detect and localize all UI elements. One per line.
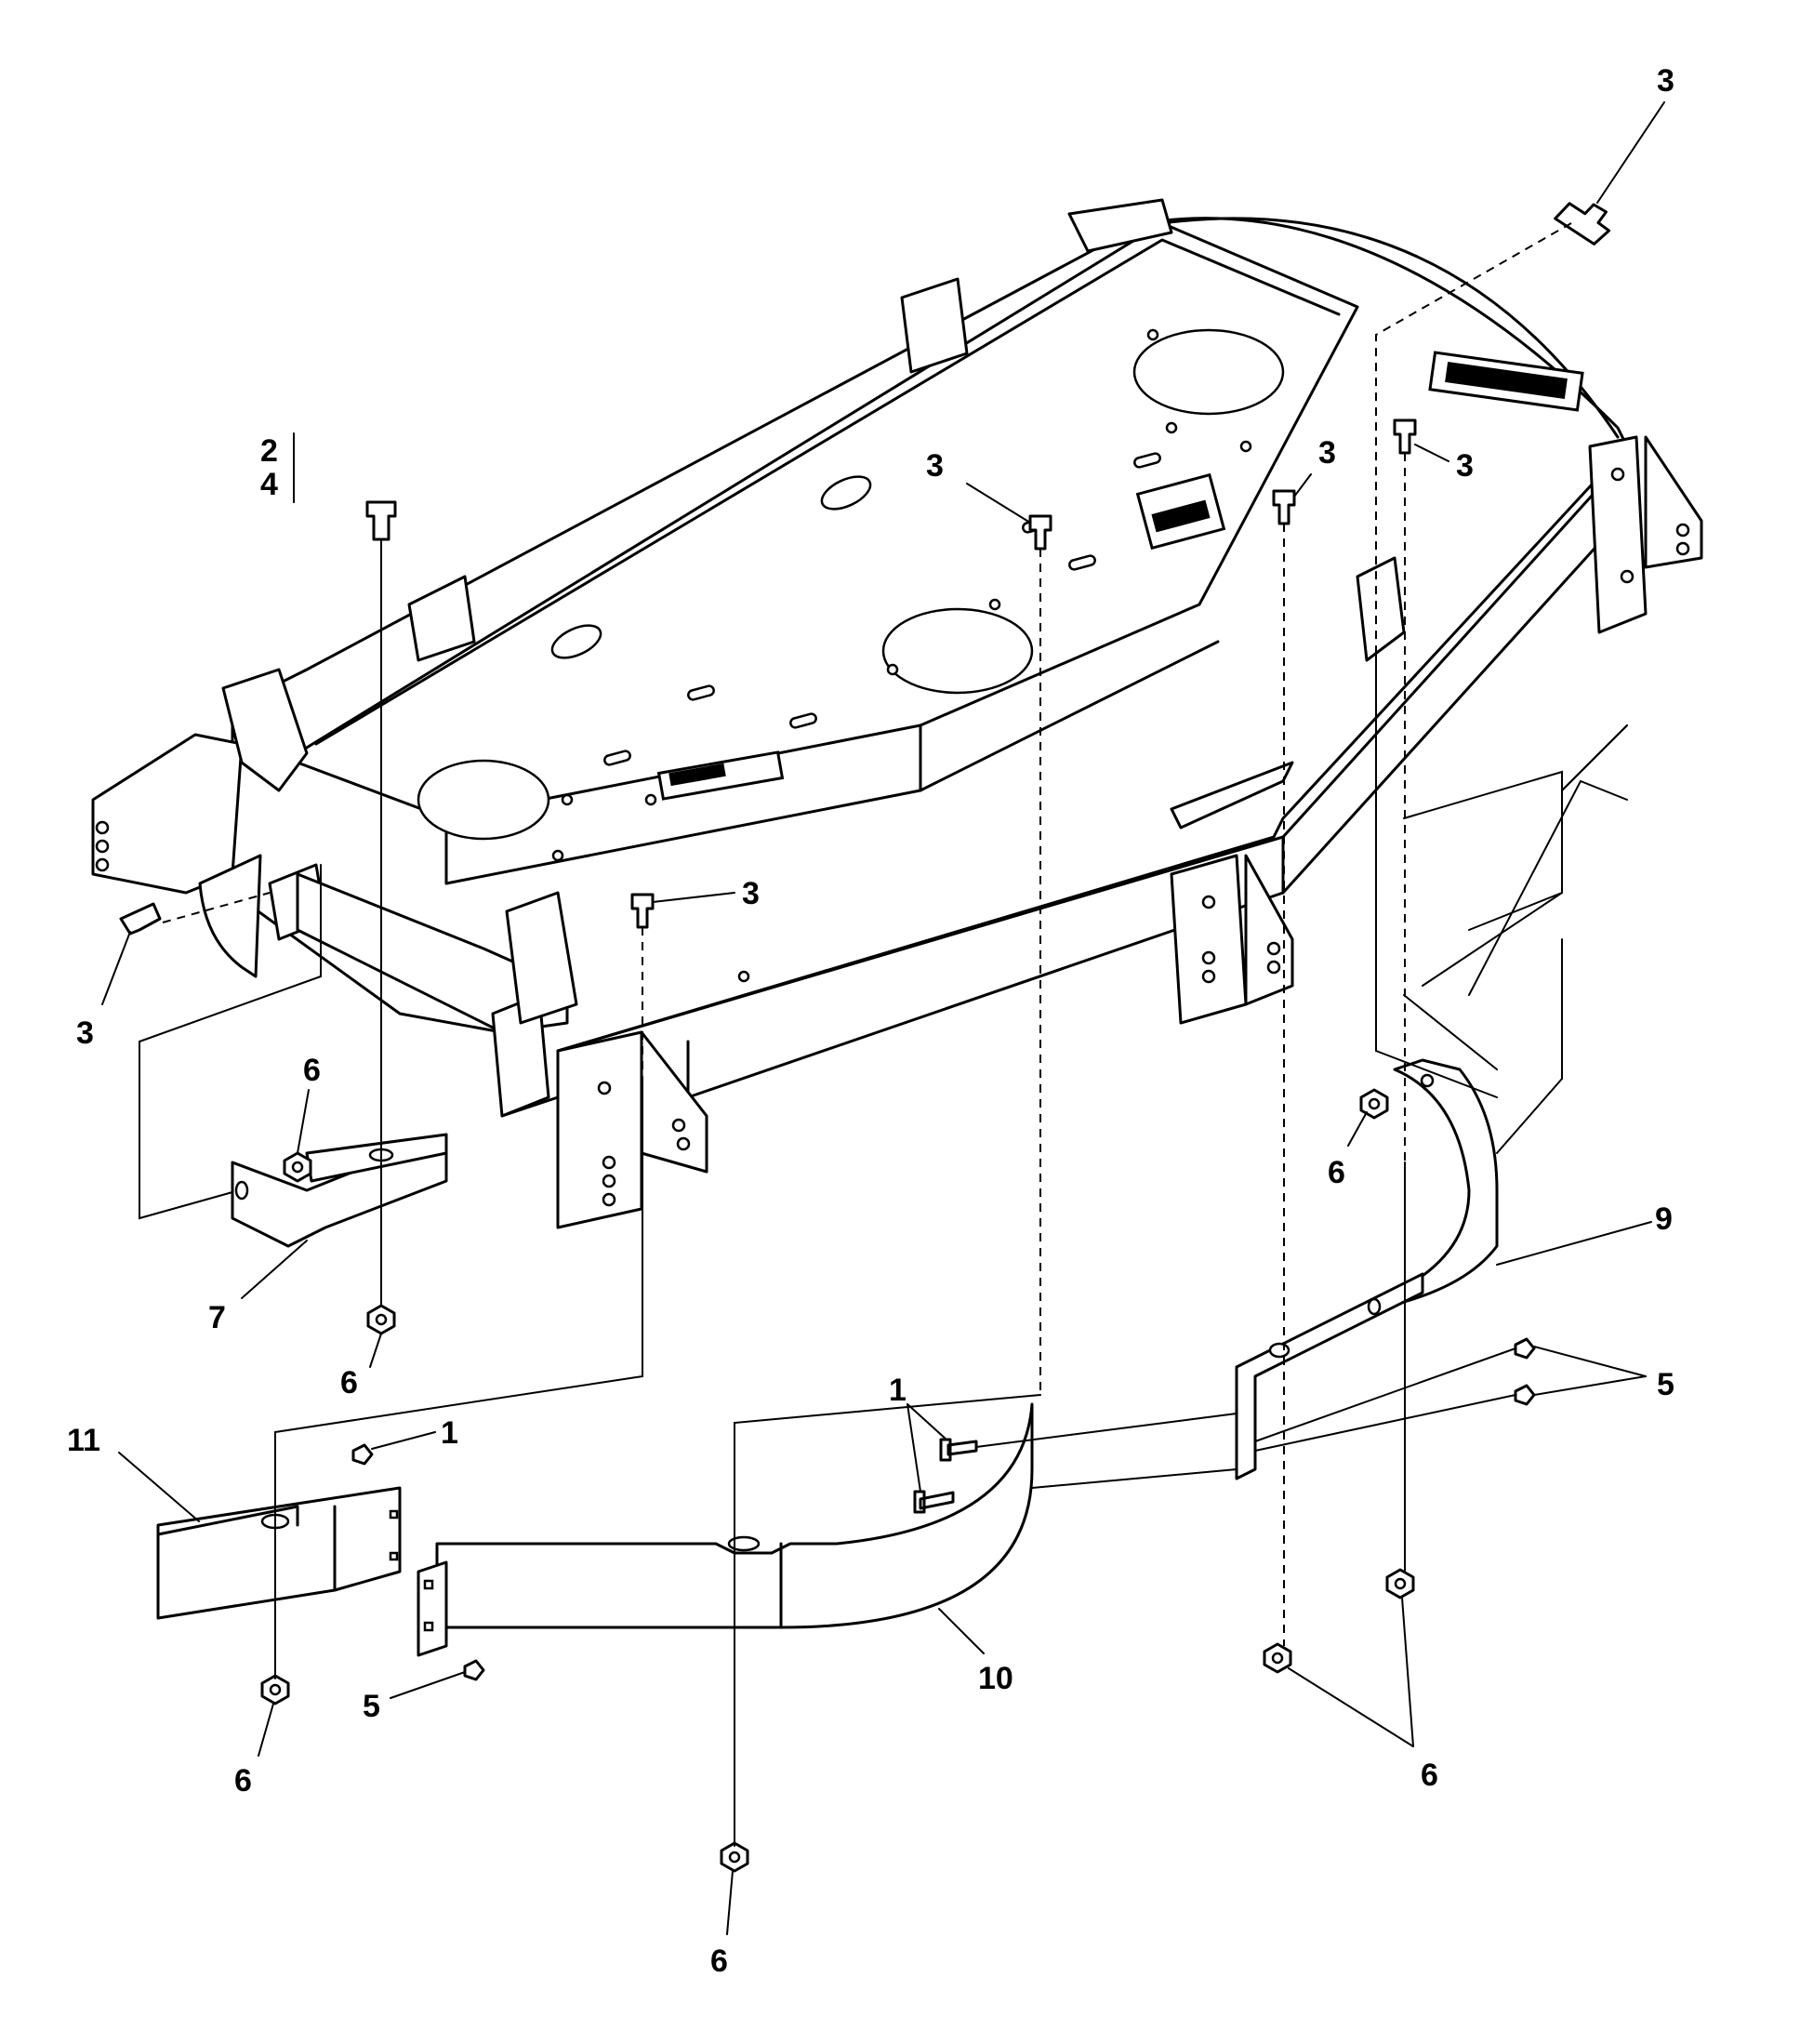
baffle-10 bbox=[417, 1402, 1034, 1657]
callout-7: 7 bbox=[208, 1300, 226, 1335]
callout-3: 3 bbox=[926, 448, 944, 484]
nut-6-d bbox=[260, 1674, 290, 1706]
callout-2: 2 bbox=[260, 433, 278, 469]
callout-6: 6 bbox=[340, 1365, 358, 1400]
nut-6-a bbox=[283, 1151, 312, 1183]
callout-labels: 3 2 4 3 3 3 3 3 6 6 7 6 9 5 1 11 1 5 10 … bbox=[67, 63, 1674, 1979]
callout-6: 6 bbox=[234, 1763, 252, 1798]
callout-6: 6 bbox=[1421, 1758, 1438, 1793]
callout-4: 4 bbox=[260, 467, 278, 502]
assembly-lines bbox=[139, 222, 1628, 1847]
callout-6: 6 bbox=[710, 1944, 728, 1979]
callout-10: 10 bbox=[978, 1661, 1013, 1696]
leader-lines bbox=[101, 101, 1665, 1935]
callout-6: 6 bbox=[1328, 1155, 1345, 1190]
nut-6-f bbox=[1385, 1568, 1415, 1599]
callout-3: 3 bbox=[1456, 448, 1474, 484]
baffle-9 bbox=[1235, 1058, 1499, 1480]
callout-6: 6 bbox=[303, 1053, 321, 1088]
callout-5: 5 bbox=[1657, 1367, 1674, 1402]
baffle-extension-11 bbox=[156, 1486, 402, 1620]
callout-11: 11 bbox=[67, 1423, 100, 1458]
callout-1: 1 bbox=[441, 1415, 458, 1451]
callout-3: 3 bbox=[1318, 435, 1336, 471]
callout-9: 9 bbox=[1655, 1201, 1673, 1237]
mower-deck-housing bbox=[91, 198, 1703, 1229]
nut-6-e bbox=[1263, 1642, 1292, 1674]
nut-6-c bbox=[1359, 1088, 1389, 1120]
nut-6-g bbox=[720, 1841, 749, 1873]
callout-3: 3 bbox=[1657, 63, 1674, 99]
fasteners bbox=[119, 202, 1611, 1873]
callout-5: 5 bbox=[363, 1689, 380, 1724]
callout-3: 3 bbox=[76, 1015, 94, 1051]
nut-6-b bbox=[366, 1304, 396, 1335]
callout-1: 1 bbox=[889, 1373, 907, 1408]
callout-3: 3 bbox=[742, 876, 760, 911]
bracket-7 bbox=[231, 1133, 448, 1248]
